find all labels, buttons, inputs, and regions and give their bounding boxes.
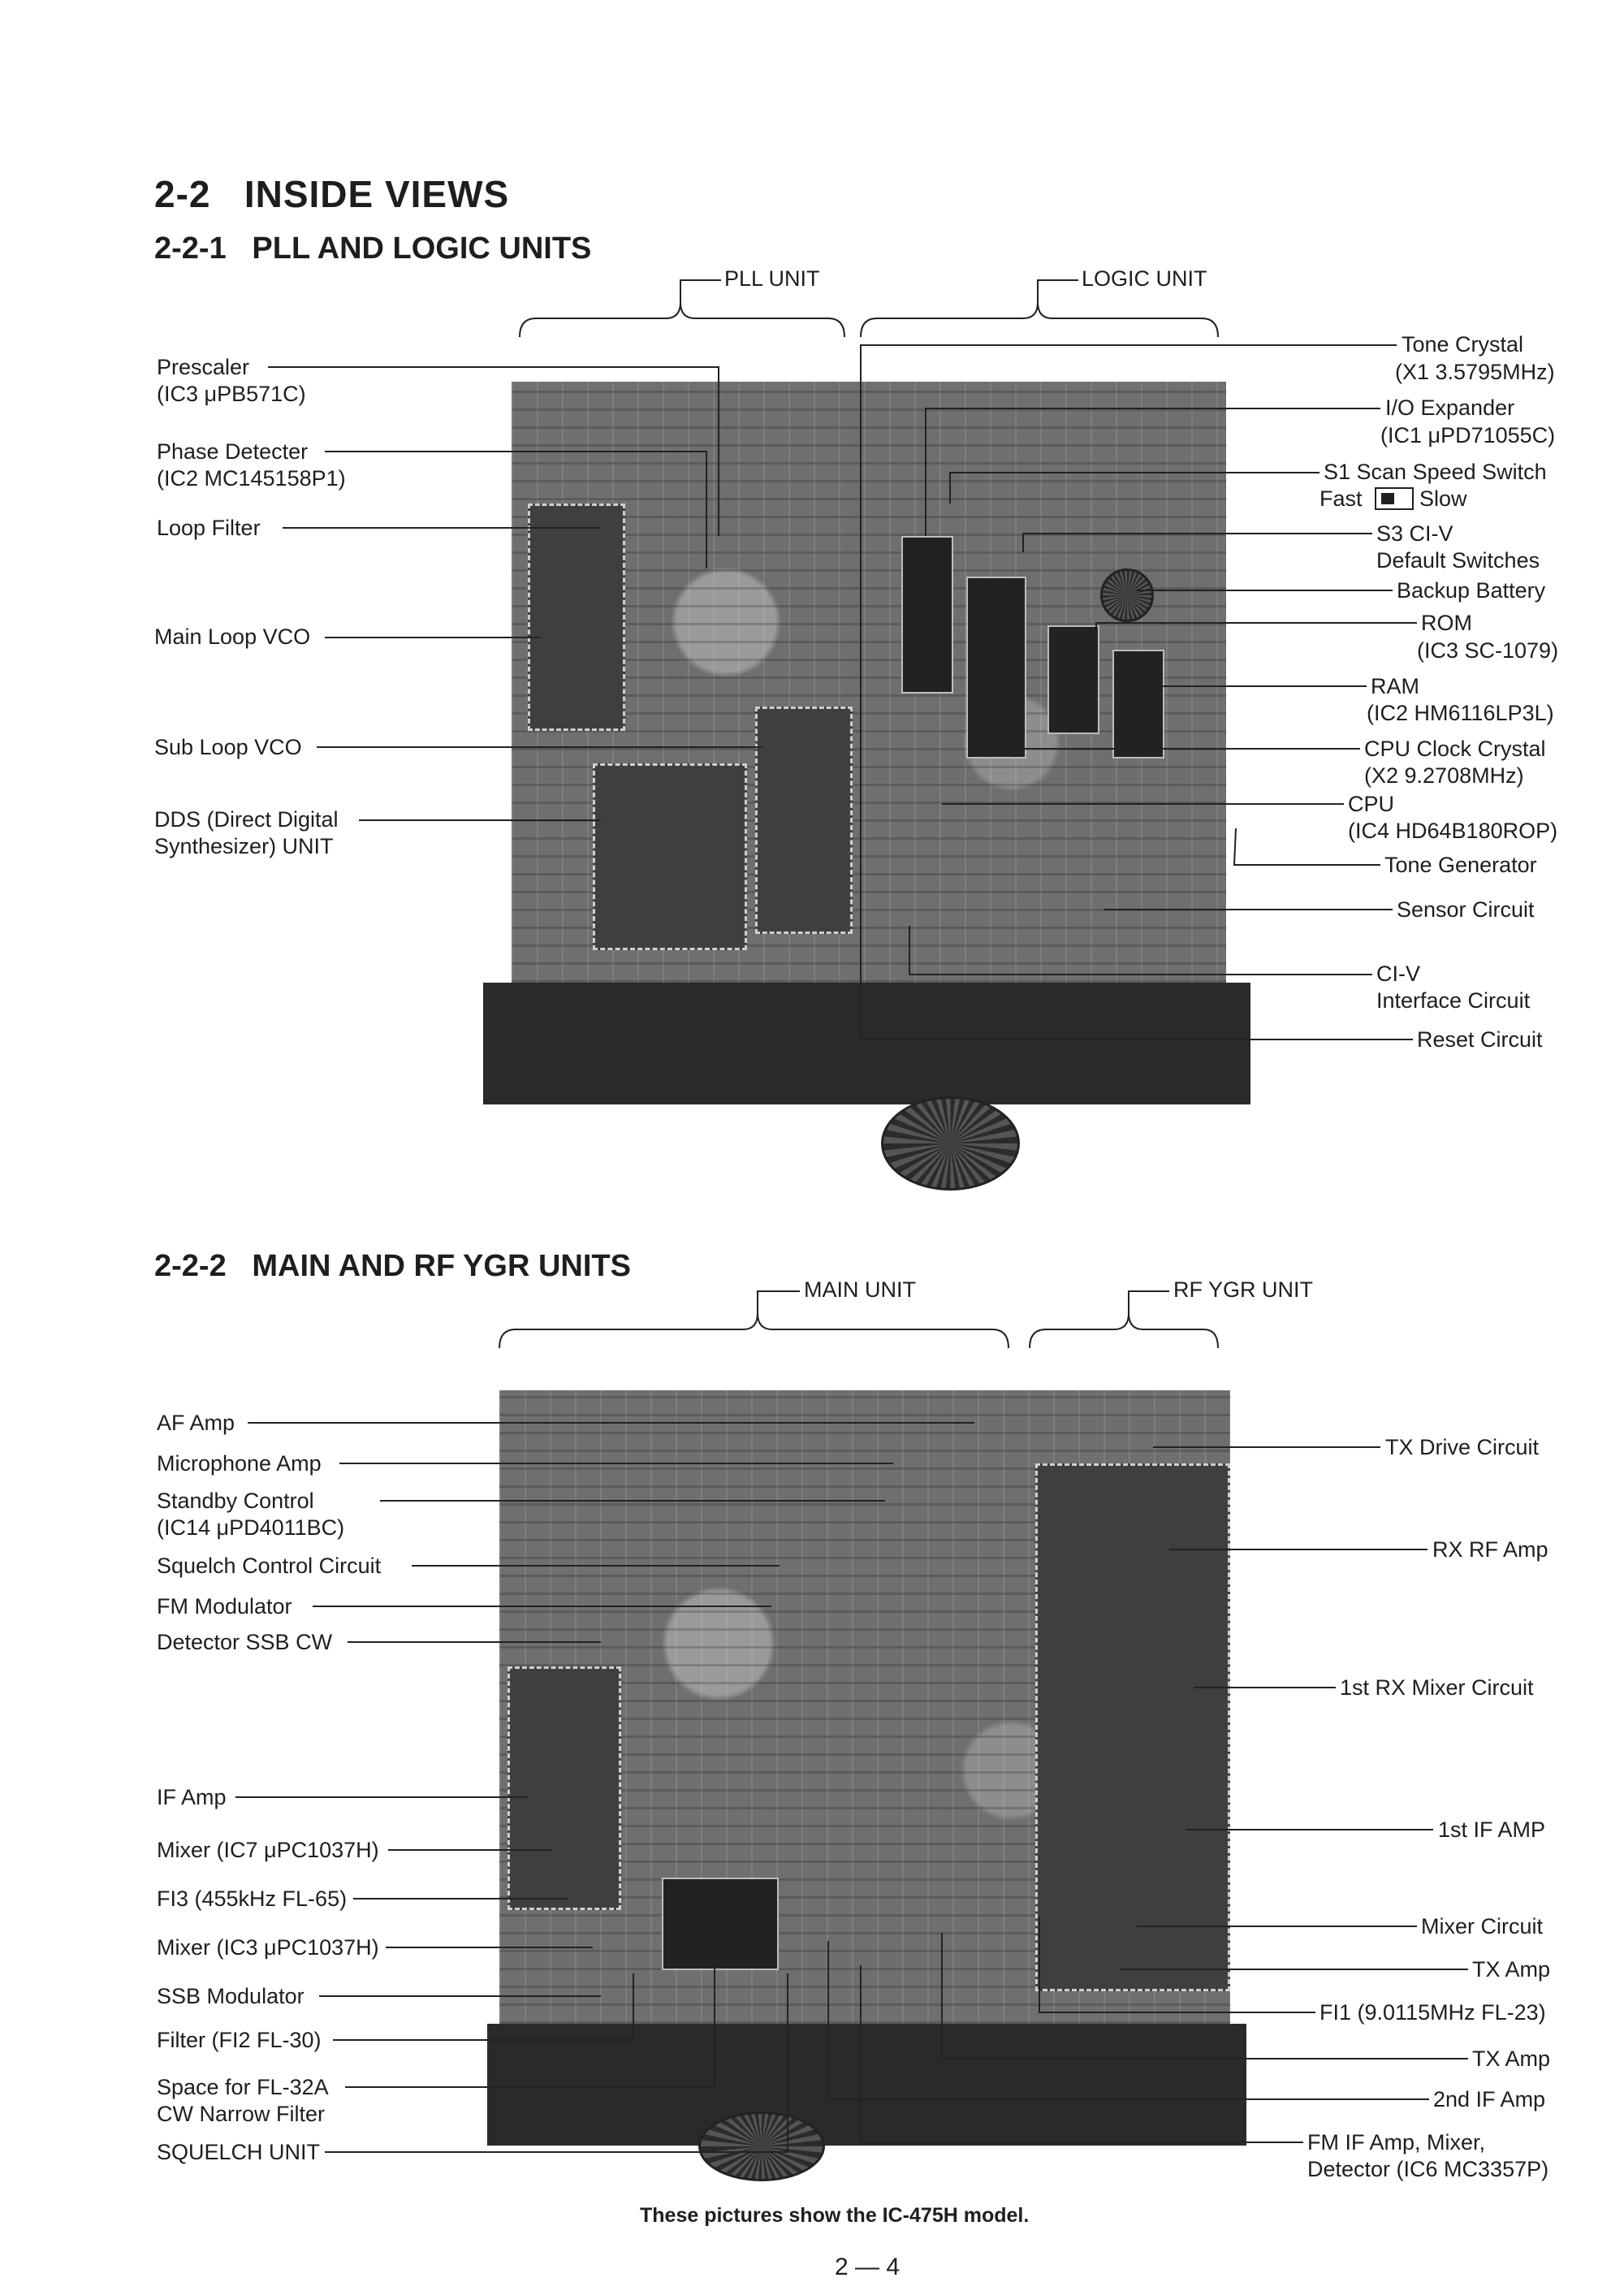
label-rx-rf-amp: RX RF Amp: [1432, 1537, 1548, 1562]
label-standby-control-ic: (IC14 μPD4011BC): [157, 1515, 345, 1540]
label-detector-ssb-cw: Detector SSB CW: [157, 1630, 333, 1654]
label-rom-ic: (IC3 SC-1079): [1417, 638, 1559, 663]
main-unit-bracket: [499, 1312, 1009, 1349]
label-mixer-ic3: Mixer (IC3 μPC1037H): [157, 1935, 379, 1960]
label-ssb-modulator: SSB Modulator: [157, 1984, 304, 2008]
label-cpu-clock-crystal-x2: (X2 9.2708MHz): [1364, 763, 1524, 788]
label-standby-control: Standby Control: [157, 1489, 314, 1513]
label-space-for-fl32a: Space for FL-32A: [157, 2075, 329, 2099]
label-cw-narrow-filter: CW Narrow Filter: [157, 2102, 325, 2126]
page-number: 2 — 4: [835, 2254, 901, 2280]
label-slow: Slow: [1419, 486, 1467, 511]
scan-speed-switch-icon: [1375, 487, 1414, 510]
label-s3-civ: S3 CI-V: [1376, 521, 1453, 546]
ram-chip: [1112, 650, 1164, 759]
backup-battery: [1100, 568, 1154, 622]
label-civ: CI-V: [1376, 962, 1420, 986]
section-title: INSIDE VIEWS: [244, 173, 510, 215]
pll-unit-label: PLL UNIT: [724, 266, 820, 291]
main-unit-label: MAIN UNIT: [804, 1277, 916, 1302]
figure-caption: These pictures show the IC-475H model.: [640, 2204, 1030, 2227]
label-prescaler: Prescaler: [157, 355, 250, 379]
label-tone-generator: Tone Generator: [1384, 853, 1537, 877]
label-io-expander-ic: (IC1 μPD71055C): [1380, 423, 1556, 447]
front-panel-2: [487, 2024, 1246, 2146]
label-loop-filter: Loop Filter: [157, 516, 261, 540]
label-sub-loop-vco: Sub Loop VCO: [154, 735, 302, 759]
label-tx-drive-circuit: TX Drive Circuit: [1385, 1435, 1540, 1459]
if-board: [508, 1666, 621, 1910]
label-interface-circuit: Interface Circuit: [1376, 988, 1531, 1013]
logic-unit-label: LOGIC UNIT: [1082, 266, 1207, 291]
label-dds-unit: Synthesizer) UNIT: [154, 834, 334, 858]
label-1st-rx-mixer: 1st RX Mixer Circuit: [1340, 1675, 1534, 1700]
label-fi3: FI3 (455kHz FL-65): [157, 1887, 348, 1911]
label-microphone-amp: Microphone Amp: [157, 1451, 322, 1476]
label-cpu-ic: (IC4 HD64B180ROP): [1348, 819, 1558, 843]
front-panel-1: [483, 983, 1250, 1104]
label-tone-crystal-x1: (X1 3.5795MHz): [1395, 360, 1555, 384]
label-tx-amp-1: TX Amp: [1472, 1957, 1551, 1982]
label-reset-circuit: Reset Circuit: [1417, 1027, 1543, 1052]
rf-ygr-unit-label: RF YGR UNIT: [1173, 1277, 1314, 1302]
label-rom: ROM: [1421, 611, 1472, 635]
label-cpu: CPU: [1348, 792, 1395, 816]
label-default-switches: Default Switches: [1376, 548, 1540, 573]
cpu-chip: [966, 577, 1026, 759]
label-fi1: FI1 (9.0115MHz FL-23): [1320, 2000, 1546, 2025]
pll-logic-photo: [512, 382, 1226, 983]
subsection-1-title: PLL AND LOGIC UNITS: [252, 231, 592, 266]
tuning-knob-2: [698, 2111, 825, 2181]
rf-ygr-unit-bracket: [1029, 1312, 1219, 1349]
label-prescaler-ic: (IC3 μPB571C): [157, 382, 306, 406]
label-tone-crystal: Tone Crystal: [1402, 332, 1524, 357]
label-phase-detecter-ic: (IC2 MC145158P1): [157, 466, 346, 491]
label-fm-modulator: FM Modulator: [157, 1594, 292, 1619]
label-mixer-circuit: Mixer Circuit: [1421, 1914, 1544, 1938]
label-mixer-ic7: Mixer (IC7 μPC1037H): [157, 1838, 379, 1862]
label-1st-if-amp: 1st IF AMP: [1438, 1817, 1546, 1842]
label-af-amp: AF Amp: [157, 1411, 235, 1435]
label-2nd-if-amp: 2nd IF Amp: [1433, 2087, 1546, 2111]
label-ram: RAM: [1371, 674, 1419, 698]
subsection-1-number: 2-2-1: [154, 231, 227, 266]
label-ram-ic: (IC2 HM6116LP3L): [1367, 701, 1554, 725]
pll-unit-bracket: [519, 301, 845, 338]
label-squelch-control-circuit: Squelch Control Circuit: [157, 1554, 382, 1578]
subsection-2-heading: 2-2-2 MAIN AND RF YGR UNITS: [154, 1249, 631, 1284]
tuning-knob-1: [881, 1096, 1020, 1191]
section-heading: 2-2 INSIDE VIEWS: [154, 172, 509, 216]
subsection-1-heading: 2-2-1 PLL AND LOGIC UNITS: [154, 231, 591, 266]
label-scan-speed-switch: S1 Scan Speed Switch: [1324, 460, 1547, 484]
label-dds: DDS (Direct Digital: [154, 807, 339, 832]
section-number: 2-2: [154, 173, 211, 215]
io-expander-chip: [901, 536, 953, 694]
label-detector-ic6: Detector (IC6 MC3357P): [1307, 2157, 1549, 2181]
sub-loop-vco-board: [755, 707, 853, 934]
subsection-2-number: 2-2-2: [154, 1249, 227, 1283]
label-io-expander: I/O Expander: [1385, 395, 1515, 420]
cw-filter: [662, 1878, 779, 1970]
label-backup-battery: Backup Battery: [1397, 578, 1546, 603]
rom-chip: [1047, 625, 1099, 734]
label-fast: Fast: [1320, 486, 1363, 511]
label-cpu-clock-crystal: CPU Clock Crystal: [1364, 737, 1546, 761]
label-fm-if-amp: FM IF Amp, Mixer,: [1307, 2130, 1486, 2155]
main-loop-vco-board: [528, 504, 625, 731]
label-filter-fi2: Filter (FI2 FL-30): [157, 2028, 322, 2052]
main-rf-photo: [499, 1390, 1230, 2024]
rf-ygr-board: [1035, 1463, 1230, 1991]
subsection-2-title: MAIN AND RF YGR UNITS: [252, 1249, 631, 1283]
label-main-loop-vco: Main Loop VCO: [154, 625, 311, 649]
label-if-amp: IF Amp: [157, 1785, 227, 1809]
label-tx-amp-2: TX Amp: [1472, 2046, 1551, 2071]
dds-unit-board: [593, 763, 747, 950]
label-sensor-circuit: Sensor Circuit: [1397, 897, 1535, 922]
label-phase-detecter: Phase Detecter: [157, 439, 309, 464]
label-squelch-unit: SQUELCH UNIT: [157, 2140, 321, 2164]
logic-unit-bracket: [860, 301, 1219, 338]
